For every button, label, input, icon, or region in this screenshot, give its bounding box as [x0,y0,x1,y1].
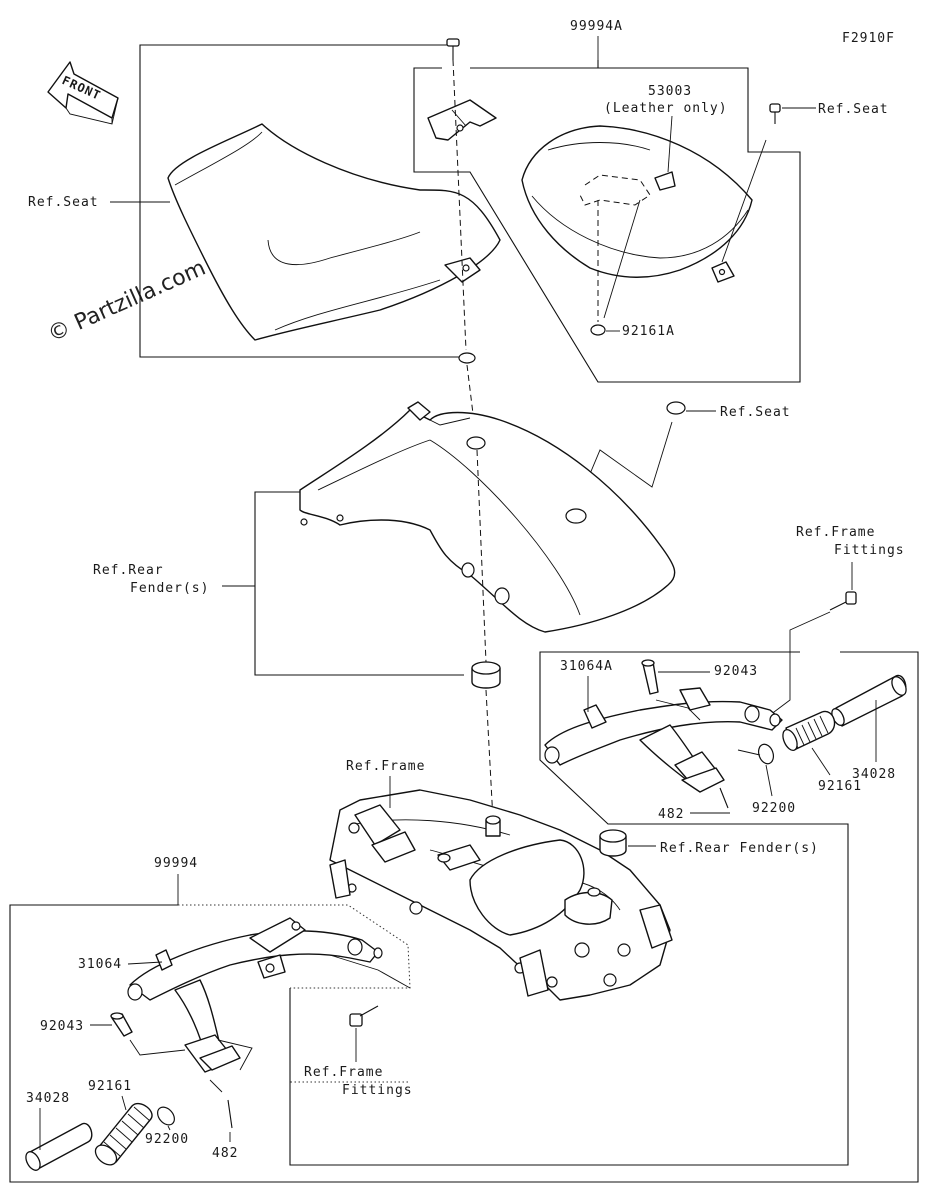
label-ref-frame-fittings-right-2: Fittings [834,543,905,558]
label-31064: 31064 [78,957,122,972]
bolt-bottom-frame-fitting-icon [349,1005,379,1027]
washer-left-seat [458,352,476,364]
label-92043-right: 92043 [714,664,758,679]
pin-92043-right-icon [641,659,659,695]
cotter-482-left-icon [227,1099,233,1129]
label-92161A: 92161A [622,324,675,339]
fender-damper [471,661,501,689]
label-ref-frame: Ref.Frame [346,759,425,774]
front-arrow-icon: FRONT [47,61,119,125]
washer-92200-left [157,1106,175,1126]
label-ref-frame-fittings-bottom-1: Ref.Frame [304,1065,383,1080]
pin-92043-left-icon [110,1012,133,1037]
rider-seat [167,123,501,341]
label-ref-rear-fender-s: Ref.Rear Fender(s) [660,841,819,856]
frame [329,789,673,1001]
footpeg-34028-left [25,1122,93,1171]
label-34028-left: 34028 [26,1091,70,1106]
label-ref-frame-fittings-bottom-2: Fittings [342,1083,413,1098]
washer-right-seat [666,401,686,415]
label-53003: 53003 [648,84,692,99]
screw-right-seat-icon [769,103,781,124]
left-footpeg-bracket [127,917,383,1073]
label-34028-right: 34028 [852,767,896,782]
footpeg-34028-right [831,674,907,727]
label-ref-rear-fender-2: Fender(s) [130,581,209,596]
label-ref-rear-fender-1: Ref.Rear [93,563,164,578]
label-92161-right: 92161 [818,779,862,794]
bolt-right-frame-fitting-icon [829,591,857,611]
right-footpeg-bracket [544,687,783,793]
screw-top-icon [446,38,460,60]
label-92200-right: 92200 [752,801,796,816]
label-31064A: 31064A [560,659,613,674]
watermark: © Partzilla.com [44,256,209,348]
label-leather-only: (Leather only) [604,101,728,116]
diagram-code: F2910F [842,31,895,46]
label-482-left: 482 [212,1146,238,1161]
label-99994: 99994 [154,856,198,871]
label-ref-seat-top-right: Ref.Seat [818,102,889,117]
right-footpeg-group-frame [289,651,849,1166]
label-482-right: 482 [658,807,684,822]
rear-fender [299,401,676,633]
rubber-92161-right [782,710,836,751]
seat-bracket-top [427,99,497,141]
label-92161-left: 92161 [88,1079,132,1094]
label-92043-left: 92043 [40,1019,84,1034]
label-ref-seat-left: Ref.Seat [28,195,99,210]
passenger-seat [521,125,753,283]
fender-ref-bracket [254,491,464,676]
seat-group-frame-top [470,60,599,69]
label-ref-frame-fittings-right-1: Ref.Frame [796,525,875,540]
seat-group-frame-left [139,44,462,358]
grommet-92161A [590,324,606,336]
label-92200-left: 92200 [145,1132,189,1147]
label-99994A: 99994A [570,19,623,34]
label-ref-seat-mid: Ref.Seat [720,405,791,420]
washer-92200-right [757,743,775,765]
rubber-92161-left [94,1102,153,1166]
